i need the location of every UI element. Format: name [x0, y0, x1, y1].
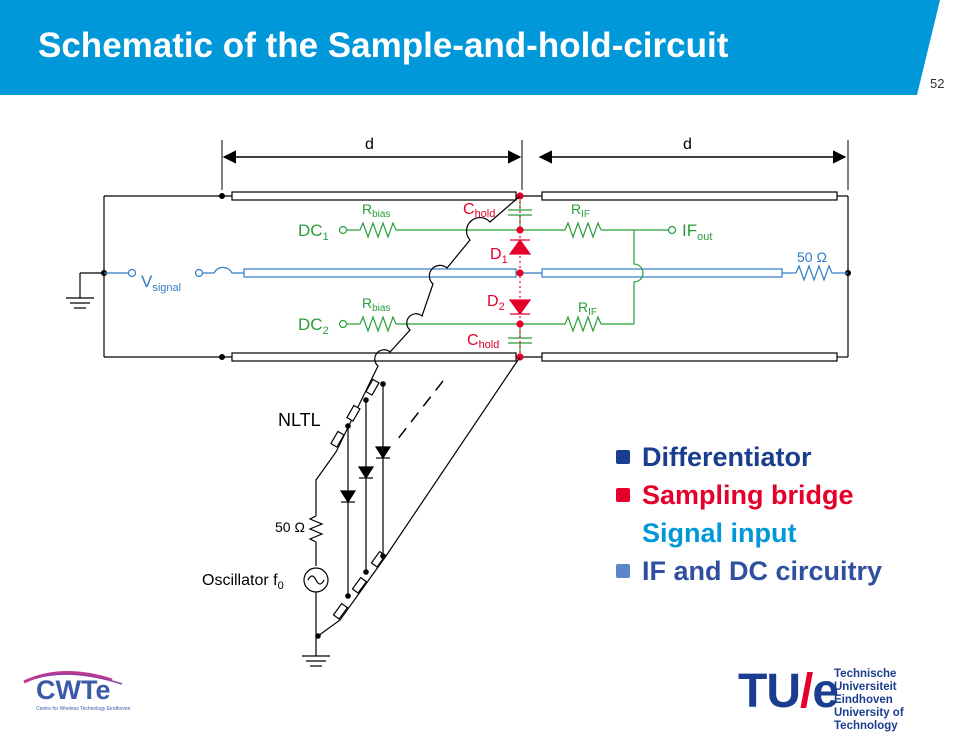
d1-label: D1 [490, 246, 508, 266]
legend-item-signal-input: Signal input [616, 514, 882, 552]
legend-swatch-differentiator [616, 450, 630, 464]
legend-swatch-if-dc-circuitry [616, 564, 630, 578]
nltl-nodes [315, 381, 386, 639]
signal-line [104, 264, 848, 282]
legend-item-differentiator: Differentiator [616, 438, 882, 476]
tue-logo: TU/e [738, 665, 839, 718]
page-number: 52 [930, 76, 945, 91]
header-banner [0, 0, 940, 95]
cwte-logo: CWTe [36, 675, 111, 705]
legend-label-if-dc-circuitry: IF and DC circuitry [642, 556, 883, 586]
dimension-label-left: d [365, 136, 374, 153]
cwte-logo-swoosh [23, 671, 123, 685]
tue-name: Technische Universiteit Eindhoven Univer… [834, 668, 904, 732]
nltl-label: NLTL [278, 410, 321, 430]
r-if-top-label: RIF [571, 201, 590, 220]
legend-label-sampling-bridge: Sampling bridge [642, 480, 854, 510]
legend-item-if-dc-circuitry: IF and DC circuitry [616, 552, 882, 590]
v-signal-label: Vsignal [141, 272, 181, 294]
nltl-differentiator [302, 195, 521, 667]
r-bias-top-label: Rbias [362, 201, 390, 220]
dc-if-circuitry [338, 200, 677, 353]
cwte-subtitle: Centre for Wireless Technology Eindhoven [36, 706, 131, 712]
c-hold-bot-label: Chold [467, 332, 499, 351]
r-if-bot-label: RIF [578, 299, 597, 318]
legend-item-sampling-bridge: Sampling bridge [616, 476, 882, 514]
r-bias-bot-label: Rbias [362, 295, 390, 314]
term-50-osc-label: 50 Ω [275, 519, 305, 535]
dc1-label: DC1 [298, 221, 329, 243]
d2-label: D2 [487, 293, 505, 313]
legend: Differentiator Sampling bridge Signal in… [616, 438, 882, 590]
legend-swatch-sampling-bridge [616, 488, 630, 502]
legend-label-differentiator: Differentiator [642, 442, 812, 472]
legend-label-signal-input: Signal input [642, 518, 797, 548]
dimension-arrows [221, 140, 849, 190]
varactor-diodes [339, 446, 392, 504]
term-50-right-label: 50 Ω [797, 249, 827, 265]
dimension-label-right: d [683, 136, 692, 153]
oscillator-label: Oscillator f0 [202, 572, 284, 592]
slide-title: Schematic of the Sample-and-hold-circuit [38, 26, 729, 65]
if-out-label: IFout [682, 221, 712, 243]
dc2-label: DC2 [298, 315, 329, 337]
